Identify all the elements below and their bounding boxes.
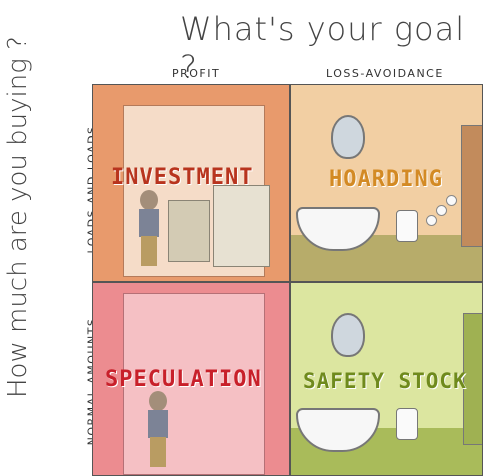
- shelf: [213, 185, 270, 267]
- label-hoarding: HOARDING: [329, 167, 443, 192]
- cell-hoarding: HOARDING: [290, 84, 483, 282]
- toilet-roll: [436, 205, 447, 216]
- column-header-profit: PROFIT: [172, 67, 221, 80]
- door: [461, 125, 482, 247]
- label-safety-stock: SAFETY STOCK: [303, 369, 467, 393]
- person-head: [140, 190, 158, 210]
- mirror-icon: [331, 313, 365, 357]
- label-investment: INVESTMENT: [111, 165, 254, 190]
- goal-matrix: INVESTMENT HOARDING SPECULATION SAFETY S…: [92, 84, 483, 476]
- column-header-loss-avoidance: LOSS-AVOIDANCE: [326, 67, 444, 80]
- person-legs: [141, 236, 157, 266]
- label-speculation: SPECULATION: [105, 367, 262, 392]
- person-head: [149, 391, 167, 411]
- toilet-icon: [396, 408, 418, 440]
- mirror-icon: [331, 115, 365, 159]
- person-legs: [150, 437, 166, 467]
- door: [463, 313, 482, 445]
- person-body: [139, 209, 159, 237]
- toilet-roll: [426, 215, 437, 226]
- toilet-icon: [396, 210, 418, 242]
- box-stack: [168, 200, 210, 262]
- side-title: How much are you buying ?: [3, 36, 33, 398]
- cell-speculation: SPECULATION: [92, 282, 290, 476]
- room-back-wall: [123, 293, 265, 475]
- diagram-title: What's your goal ?: [180, 10, 466, 86]
- cell-investment: INVESTMENT: [92, 84, 290, 282]
- cell-safety-stock: SAFETY STOCK: [290, 282, 483, 476]
- person-body: [148, 410, 168, 438]
- toilet-roll: [446, 195, 457, 206]
